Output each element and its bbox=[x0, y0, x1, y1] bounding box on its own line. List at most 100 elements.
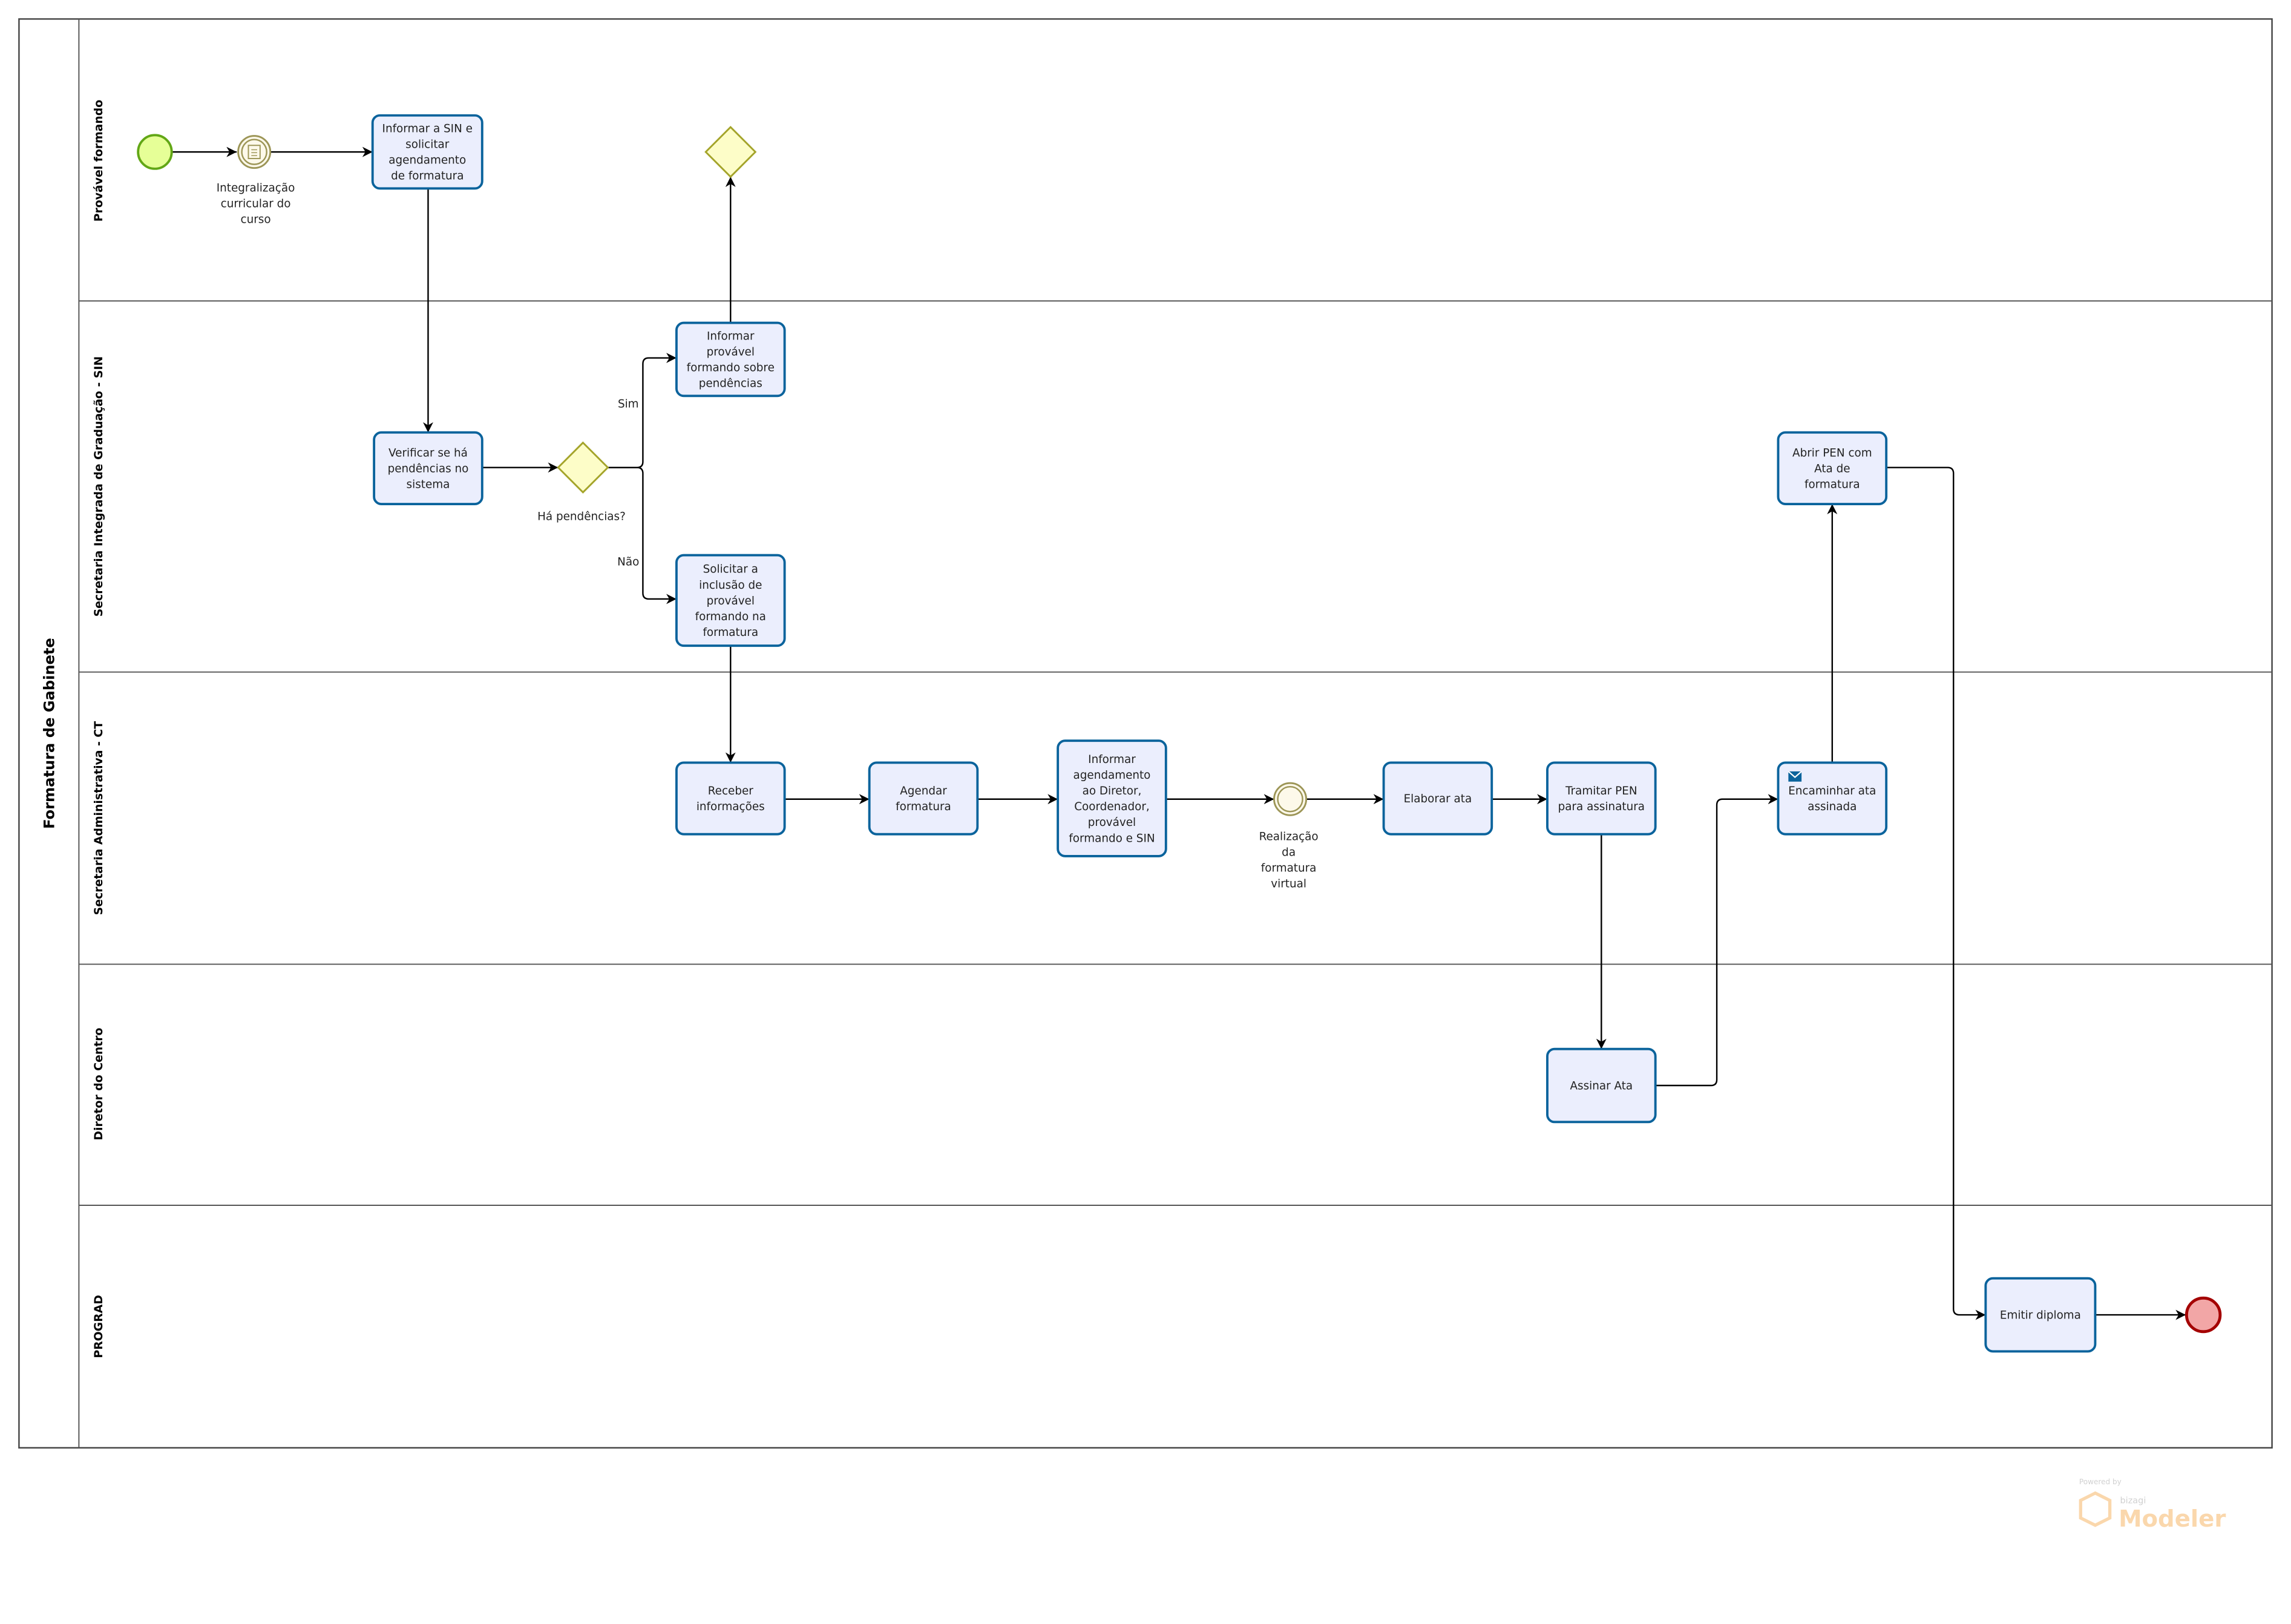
task-label-line: Verificar se há bbox=[388, 447, 468, 459]
task-label-line: provável bbox=[707, 345, 755, 358]
task-label-line: Assinar Ata bbox=[1570, 1080, 1633, 1093]
task-emitir-diploma[interactable]: Emitir diploma bbox=[1984, 1277, 2097, 1353]
task-label-line: Elaborar ata bbox=[1404, 793, 1472, 805]
task-label-line: para assinatura bbox=[1558, 801, 1645, 813]
flow-nao[interactable] bbox=[608, 467, 677, 604]
task-label-line: assinada bbox=[1808, 801, 1857, 813]
task-label: Agendar formatura bbox=[896, 785, 951, 813]
task-label: Informar a SIN e solicitar agendamento de f… bbox=[382, 123, 473, 183]
task-elaborar-ata[interactable]: Elaborar ata bbox=[1382, 761, 1493, 836]
flow-label-nao: Não bbox=[617, 555, 639, 568]
task-box[interactable] bbox=[675, 321, 786, 398]
lane-title-provavel-formando: Provável formando bbox=[93, 100, 105, 222]
task-box[interactable] bbox=[1777, 761, 1888, 836]
task-label-line: agendamento bbox=[388, 154, 466, 167]
task-label-line: formatura bbox=[896, 801, 951, 813]
task-agendar-formatura[interactable]: Agendar formatura bbox=[868, 761, 979, 836]
task-label-line: provável bbox=[1088, 816, 1136, 829]
event-label-line: Realização bbox=[1259, 830, 1319, 843]
task-label-line: Informar bbox=[1088, 753, 1136, 766]
task-label-line: Emitir diploma bbox=[2000, 1309, 2081, 1322]
task-label-line: sistema bbox=[407, 478, 450, 491]
task-box[interactable] bbox=[1382, 761, 1493, 836]
task-label-line: pendências bbox=[699, 378, 762, 390]
task-assinar-ata[interactable]: Assinar Ata bbox=[1546, 1047, 1657, 1124]
task-label-line: de formatura bbox=[391, 170, 464, 183]
task-box[interactable] bbox=[373, 431, 483, 505]
watermark-brand: bizagi bbox=[2120, 1496, 2146, 1506]
events: Integralização curricular do curso Realiza… bbox=[137, 134, 2222, 1334]
task-label: Receber informações bbox=[696, 785, 765, 813]
bizagi-watermark: Powered by bizagi Modeler bbox=[2079, 1478, 2226, 1533]
task-label-line: Coordenador, bbox=[1074, 801, 1150, 813]
flow-abrir-to-emitir[interactable] bbox=[1886, 467, 1986, 1320]
task-box[interactable] bbox=[868, 761, 979, 836]
sequence-flows: Sim Não bbox=[172, 146, 2186, 1320]
task-label-line: inclusão de bbox=[699, 579, 762, 592]
task-label-line: formando e SIN bbox=[1069, 832, 1155, 845]
intermediate-conditional-event[interactable] bbox=[237, 135, 272, 169]
send-message-envelope-icon bbox=[1788, 771, 1802, 782]
task-label-line: pendências no bbox=[388, 462, 469, 475]
task-box[interactable] bbox=[675, 761, 786, 836]
task-label-line: Solicitar a bbox=[703, 563, 758, 576]
task-label-line: provável bbox=[707, 595, 755, 607]
event-label-line: Integralização bbox=[217, 182, 295, 194]
task-label-line: agendamento bbox=[1073, 769, 1151, 782]
bizagi-logo-icon bbox=[2079, 1491, 2112, 1527]
task-box[interactable] bbox=[675, 554, 786, 647]
task-box[interactable] bbox=[1546, 761, 1657, 836]
event-label-integralizacao: Integralização curricular do curso bbox=[217, 182, 295, 226]
pool: Formatura de Gabinete bbox=[18, 18, 2273, 1449]
task-label-line: Informar a SIN e bbox=[382, 123, 473, 136]
task-box[interactable] bbox=[1057, 739, 1167, 857]
task-label-line: Informar bbox=[707, 330, 755, 342]
task-label-line: formando na bbox=[695, 611, 766, 623]
gateway-ha-pendencias[interactable] bbox=[557, 441, 609, 494]
event-label-line: curricular do bbox=[221, 197, 291, 210]
task-label-line: Receber bbox=[708, 785, 754, 797]
task-label-line: informações bbox=[696, 801, 765, 813]
end-event[interactable] bbox=[2184, 1296, 2222, 1334]
gateway-top[interactable] bbox=[704, 126, 757, 178]
watermark-product: Modeler bbox=[2119, 1505, 2226, 1533]
task-box[interactable] bbox=[1777, 431, 1888, 505]
task-label-line: Agendar bbox=[900, 785, 947, 797]
task-label-line: Ata de bbox=[1814, 462, 1850, 475]
lane-title-prograd: PROGRAD bbox=[93, 1295, 105, 1358]
event-label-line: curso bbox=[241, 213, 271, 226]
task-informar-sin-agendamento[interactable]: Informar a SIN e solicitar agendamento de f… bbox=[371, 114, 483, 190]
task-solicitar-inclusao[interactable]: Solicitar a inclusão de provável formando n… bbox=[675, 554, 786, 647]
event-label-line: formatura bbox=[1261, 862, 1317, 875]
start-event[interactable] bbox=[137, 134, 173, 170]
task-label-line: formatura bbox=[1804, 478, 1860, 491]
pool-title: Formatura de Gabinete bbox=[41, 638, 57, 829]
event-label-line: da bbox=[1282, 846, 1296, 859]
task-label-line: ao Diretor, bbox=[1083, 785, 1142, 797]
task-box[interactable] bbox=[1546, 1047, 1657, 1124]
flow-label-sim: Sim bbox=[618, 398, 639, 411]
task-box[interactable] bbox=[371, 114, 483, 190]
task-label: Elaborar ata bbox=[1404, 793, 1472, 805]
task-receber-informacoes[interactable]: Receber informações bbox=[675, 761, 786, 836]
task-verificar-pendencias[interactable]: Verificar se há pendências no sistema bbox=[373, 431, 483, 505]
lanes: Provável formando Secretaria Integrada d… bbox=[79, 100, 2272, 1358]
task-informar-agendamento[interactable]: Informar agendamento ao Diretor, Coordenado… bbox=[1057, 739, 1167, 857]
gateway-label-ha-pendencias: Há pendências? bbox=[537, 511, 626, 523]
task-label: Verificar se há pendências no sistema bbox=[388, 447, 469, 491]
task-label-line: Abrir PEN com bbox=[1792, 447, 1872, 459]
intermediate-event-realizacao[interactable] bbox=[1273, 782, 1308, 816]
flow-assinar-to-encaminhar[interactable] bbox=[1655, 794, 1778, 1087]
lane-title-secretaria-ct: Secretaria Administrativa - CT bbox=[93, 721, 105, 915]
task-label-line: solicitar bbox=[405, 139, 450, 151]
task-box[interactable] bbox=[1984, 1277, 2097, 1353]
